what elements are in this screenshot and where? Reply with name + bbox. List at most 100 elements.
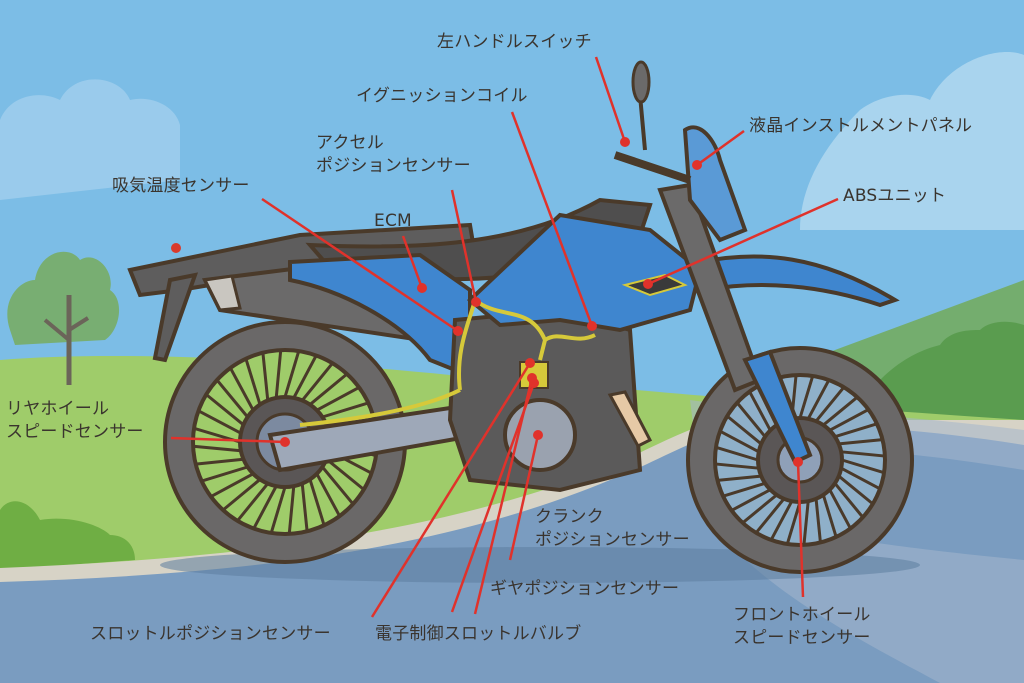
label-line: スピードセンサー	[733, 628, 871, 648]
abs-unit-label: ABSユニット	[843, 185, 946, 208]
front-wheel-speed-sensor-label: フロントホイールスピードセンサー	[733, 604, 871, 650]
ecm-label: ECM	[374, 210, 412, 233]
wheel-spoke	[834, 422, 878, 439]
wheel-spoke	[717, 474, 762, 482]
fork-lower	[742, 349, 813, 465]
wheel-spoke	[292, 354, 318, 399]
electronic-throttle-valve-leader-line	[473, 377, 534, 615]
lcd-instrument-panel-label: 液晶インストルメントパネル	[749, 115, 972, 138]
wheel-spoke	[714, 462, 759, 470]
wheel-spoke	[754, 497, 786, 534]
label-line: ギヤポジションセンサー	[490, 579, 680, 599]
wheel-spoke	[785, 501, 802, 545]
wheel-spoke	[269, 486, 287, 534]
label-line: フロントホイール	[733, 605, 871, 625]
wheel-spoke	[828, 408, 870, 432]
wheel-spoke	[315, 473, 341, 517]
wheel-spoke	[736, 401, 767, 438]
mirror-stem	[638, 94, 647, 151]
label-line: クランク	[535, 507, 604, 527]
leader-lines	[170, 56, 839, 618]
left-handle-switch-leader-line	[594, 56, 627, 143]
ignition-coil-label: イグニッションコイル	[356, 85, 528, 108]
wheel-spoke	[325, 458, 365, 491]
label-line: 液晶インストルメントパネル	[749, 116, 973, 136]
label-line: リヤホイール	[6, 399, 110, 419]
wheel-spoke	[252, 485, 278, 530]
rear-wheel-speed-sensor-label: リヤホイールスピードセンサー	[6, 398, 144, 444]
lcd-instrument-panel-leader-line	[696, 129, 745, 167]
bush	[0, 501, 135, 570]
intake-air-temp-sensor-marker-dot	[453, 326, 463, 336]
label-line: 電子制御スロットルバルブ	[375, 624, 582, 644]
label-line: スロットルポジションセンサー	[90, 624, 331, 644]
intake-air-temp-sensor-label: 吸気温度センサー	[112, 175, 250, 198]
throttle-position-sensor-leader-line	[370, 362, 532, 618]
ignition-coil-leader-line	[510, 111, 594, 327]
cloud-right	[800, 52, 1024, 230]
wheel-spoke	[300, 483, 309, 532]
wheel-spoke	[741, 493, 778, 524]
throttle-position-sensor-label: スロットルポジションセンサー	[90, 623, 331, 646]
wheel-spoke	[195, 457, 244, 466]
abs-unit-marker-dot	[643, 279, 653, 289]
wheel-spoke	[840, 466, 881, 491]
fuel-tank-shroud	[466, 212, 703, 333]
left-handle-switch-marker-dot	[620, 137, 630, 147]
label-line: ABSユニット	[843, 186, 947, 206]
wheel-spoke	[821, 494, 838, 538]
muffler-tip	[202, 274, 242, 312]
wheel-spoke	[236, 482, 269, 522]
wheel-spoke	[301, 362, 334, 402]
electronic-throttle-valve-marker-dot	[527, 373, 537, 383]
wheel-spoke	[316, 386, 360, 412]
wheel-spoke	[841, 450, 886, 458]
mirror	[631, 60, 651, 104]
wheel-spoke	[806, 379, 831, 420]
wheel-spoke	[715, 445, 759, 462]
wheel-spoke	[244, 358, 262, 406]
wheel-spoke	[261, 352, 270, 401]
rear-wheel-speed-sensor-leader-line	[170, 436, 286, 444]
intake-air-temp-sensor-leader-line	[261, 197, 459, 333]
lcd-instrument-panel-marker-dot	[692, 160, 702, 170]
wheel-spoke	[197, 409, 242, 435]
front-wheel-speed-sensor-leader-line	[796, 461, 805, 598]
label-line: 左ハンドルスイッチ	[437, 32, 592, 52]
wheel-spoke	[222, 478, 261, 512]
label-line: アクセル	[316, 133, 384, 153]
wheel-spoke	[798, 375, 815, 419]
bike-shadow	[160, 547, 920, 583]
wheel-spoke	[321, 466, 355, 505]
wheel-spoke	[308, 478, 326, 526]
license-bracket	[152, 272, 199, 363]
rear-wheel-speed-sensor-marker-dot	[280, 437, 290, 447]
left-handle-switch-label: 左ハンドルスイッチ	[437, 31, 592, 54]
wheel-spoke	[748, 390, 772, 432]
label-line: ポジションセンサー	[535, 530, 690, 550]
label-line: ポジションセンサー	[316, 156, 471, 176]
wheel-spoke	[229, 367, 255, 411]
tree-foliage	[7, 251, 120, 345]
tank-decal	[621, 273, 688, 297]
label-line: イグニッションコイル	[356, 86, 528, 106]
wheel-spoke	[309, 372, 348, 406]
tree-branch	[67, 316, 90, 332]
accel-position-sensor-label: アクセルポジションセンサー	[316, 132, 471, 178]
wheel-spoke	[321, 401, 369, 419]
wheel-spoke	[287, 485, 296, 535]
wiring-harness	[299, 298, 596, 427]
wheel-spoke	[205, 393, 245, 426]
wheel-spoke	[726, 414, 763, 446]
crank-position-sensor-label: クランクポジションセンサー	[535, 506, 690, 552]
front-fender	[697, 254, 900, 308]
abs-unit-leader-line	[647, 197, 839, 286]
wheel-spoke	[274, 349, 283, 399]
accel-position-sensor-leader-line	[450, 189, 478, 303]
wheel-spoke	[730, 488, 772, 512]
wheel-spoke	[722, 481, 766, 498]
accel-position-sensor-marker-dot	[471, 297, 481, 307]
throttle-position-sensor-marker-dot	[525, 358, 535, 368]
tail-light	[171, 243, 181, 253]
